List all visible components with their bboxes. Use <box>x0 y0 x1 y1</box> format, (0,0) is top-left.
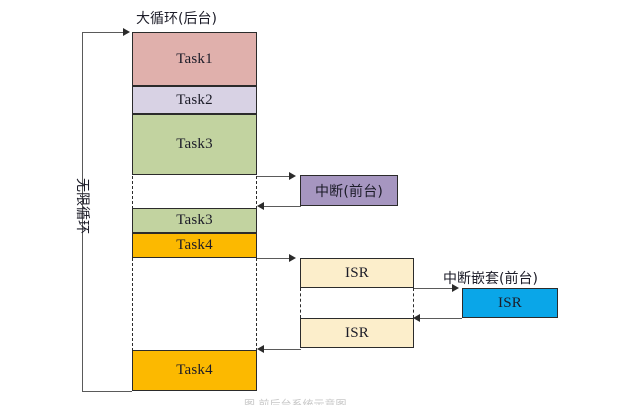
main-loop-title: 大循环(后台) <box>136 11 217 27</box>
nested-isr-return-arrow-icon <box>413 314 420 322</box>
interrupt-return-line <box>263 206 301 207</box>
column-left-dashed-guide <box>132 176 133 209</box>
isr-first-box-label: ISR <box>345 264 369 281</box>
task-block-task3-first-label: Task3 <box>176 136 213 152</box>
column-right-dashed-guide-2 <box>256 258 257 351</box>
interrupt-enter-arrow-icon <box>289 172 296 180</box>
isr-first-enter-arrow-icon <box>289 254 296 262</box>
isr-left-dashed-guide <box>300 288 301 318</box>
loop-bracket-top-line <box>82 32 124 33</box>
isr-first-box: ISR <box>300 258 414 288</box>
isr-nested-box: ISR <box>462 288 558 318</box>
task-block-task3-first: Task3 <box>132 114 257 175</box>
nested-interrupt-title: 中断嵌套(前台) <box>443 271 538 287</box>
isr-second-return-line <box>263 349 301 350</box>
task-block-task4-first-label: Task4 <box>176 237 213 253</box>
isr-second-box-label: ISR <box>345 324 369 341</box>
task-block-task2: Task2 <box>132 86 257 114</box>
task-block-task1-label: Task1 <box>176 50 213 67</box>
isr-nested-box-label: ISR <box>498 294 522 311</box>
interrupt-enter-line <box>257 176 290 177</box>
interrupt-box: 中断(前台) <box>300 175 398 206</box>
isr-right-dashed-guide <box>413 288 414 318</box>
task-block-task1: Task1 <box>132 32 257 86</box>
interrupt-box-label: 中断(前台) <box>314 183 384 200</box>
figure-caption: 图 前后台系统示意图 <box>244 398 347 405</box>
nested-isr-enter-arrow-icon <box>452 284 459 292</box>
loop-bracket-bottom-line <box>82 391 132 392</box>
interrupt-return-arrow-icon <box>257 202 264 210</box>
task-block-task3-resume-label: Task3 <box>176 212 213 228</box>
task-block-task4-resume: Task4 <box>132 350 257 391</box>
isr-second-box: ISR <box>300 318 414 348</box>
infinite-loop-label: 无限循环 <box>74 178 90 234</box>
isr-second-return-arrow-icon <box>257 345 264 353</box>
task-block-task4-first: Task4 <box>132 233 257 258</box>
loop-bracket-arrow-icon <box>123 28 130 36</box>
task-block-task2-label: Task2 <box>176 91 213 108</box>
nested-isr-return-line <box>419 318 462 319</box>
column-right-dashed-guide <box>256 176 257 209</box>
isr-first-enter-line <box>257 258 290 259</box>
nested-isr-enter-line <box>414 288 452 289</box>
task-block-task3-resume: Task3 <box>132 208 257 233</box>
task-block-task4-resume-label: Task4 <box>176 362 213 378</box>
column-left-dashed-guide-2 <box>132 258 133 351</box>
loop-bracket-vertical <box>82 32 83 392</box>
